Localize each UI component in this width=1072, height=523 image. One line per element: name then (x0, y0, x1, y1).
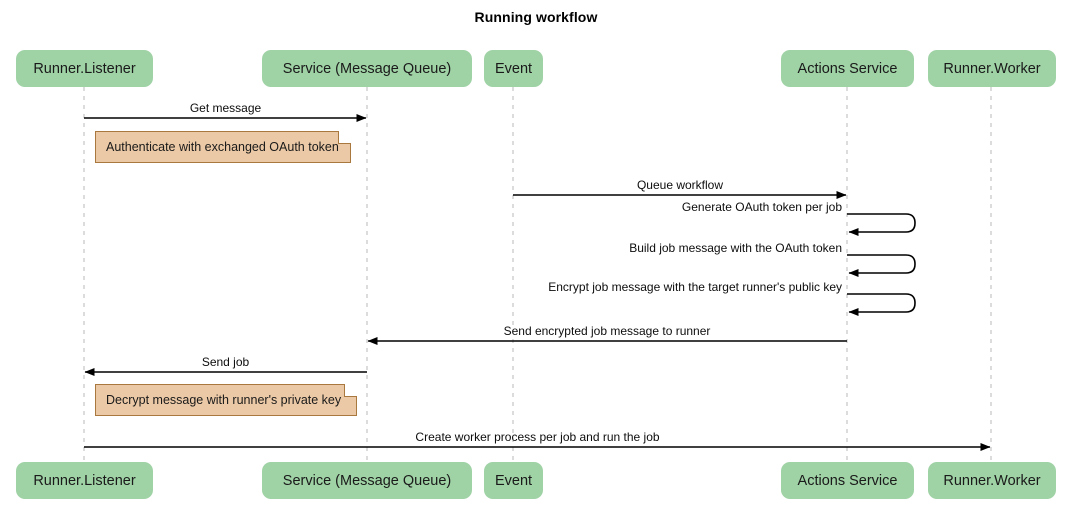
participant-service-message-queue-top[interactable]: Service (Message Queue) (262, 50, 472, 87)
note-text: Decrypt message with runner's private ke… (106, 393, 342, 407)
participant-event-top[interactable]: Event (484, 50, 543, 87)
participant-runner-listener-bottom[interactable]: Runner.Listener (16, 462, 153, 499)
participant-label: Runner.Listener (33, 60, 136, 77)
participant-label: Event (494, 60, 533, 77)
note-fold-corner-icon (344, 384, 357, 397)
participant-label: Actions Service (797, 472, 898, 489)
message-arrow-build-job-message[interactable] (847, 254, 916, 277)
participant-label: Event (494, 472, 533, 489)
participant-label: Runner.Worker (943, 472, 1041, 489)
participant-label: Runner.Worker (943, 60, 1041, 77)
participant-label: Actions Service (797, 60, 898, 77)
participant-runner-listener-top[interactable]: Runner.Listener (16, 50, 153, 87)
participant-runner-worker-bottom[interactable]: Runner.Worker (928, 462, 1056, 499)
participant-label: Service (Message Queue) (282, 472, 452, 489)
message-label-build-job-message: Build job message with the OAuth token (629, 241, 842, 255)
message-label-send-encrypted-job-message: Send encrypted job message to runner (503, 324, 711, 338)
participant-runner-worker-top[interactable]: Runner.Worker (928, 50, 1056, 87)
participant-actions-service-top[interactable]: Actions Service (781, 50, 914, 87)
note-authenticate: Authenticate with exchanged OAuth token (95, 131, 351, 163)
message-label-encrypt-job-message: Encrypt job message with the target runn… (548, 280, 842, 294)
message-label-send-job: Send job (201, 355, 250, 369)
participant-event-bottom[interactable]: Event (484, 462, 543, 499)
message-label-generate-oauth-token-per-job: Generate OAuth token per job (681, 200, 842, 214)
note-fold-corner-icon (338, 131, 351, 144)
participant-service-message-queue-bottom[interactable]: Service (Message Queue) (262, 462, 472, 499)
arrows-group (84, 114, 991, 451)
participant-label: Runner.Listener (33, 472, 136, 489)
page-title: Running workflow (474, 9, 598, 25)
note-decrypt: Decrypt message with runner's private ke… (95, 384, 357, 416)
note-text: Authenticate with exchanged OAuth token (106, 140, 339, 154)
message-label-create-worker-process: Create worker process per job and run th… (415, 430, 660, 444)
message-label-queue-workflow: Queue workflow (636, 178, 724, 192)
message-label-get-message: Get message (189, 101, 262, 115)
participant-label: Service (Message Queue) (282, 60, 452, 77)
message-arrow-generate-oauth-token-per-job[interactable] (847, 213, 916, 236)
participant-actions-service-bottom[interactable]: Actions Service (781, 462, 914, 499)
message-arrow-encrypt-job-message[interactable] (847, 293, 916, 316)
